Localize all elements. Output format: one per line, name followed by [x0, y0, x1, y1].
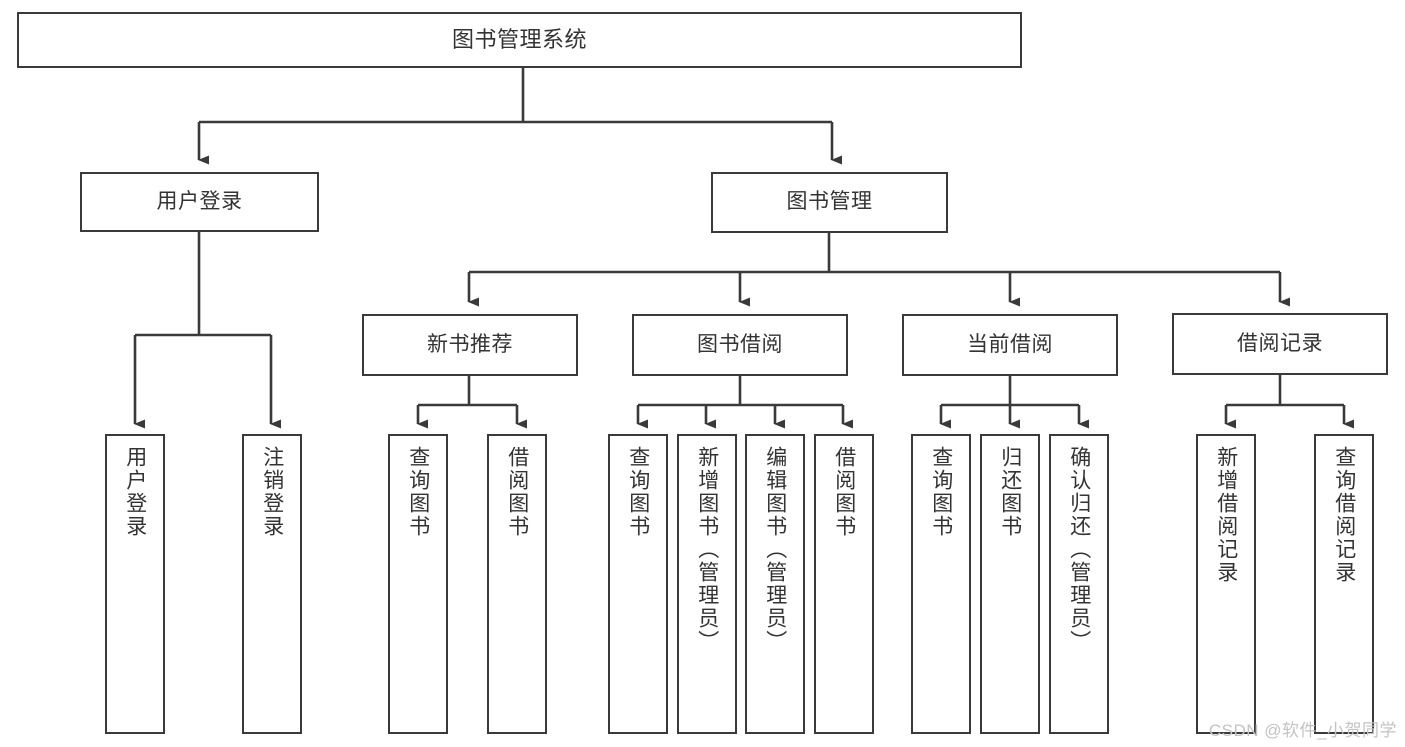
leaf-query-books-new[interactable]: 查询图书: [388, 434, 448, 734]
node-label: 借阅图书: [832, 446, 856, 538]
node-label: 图书借阅: [697, 332, 783, 356]
node-label: 借阅记录: [1237, 331, 1323, 355]
node-label: 新增图书（管理员）: [695, 446, 719, 653]
leaf-user-login[interactable]: 用户登录: [105, 434, 165, 734]
node-label: 新书推荐: [427, 332, 513, 356]
node-label: 归还图书: [998, 446, 1022, 538]
leaf-return-books[interactable]: 归还图书: [980, 434, 1040, 734]
leaf-confirm-return-admin[interactable]: 确认归还（管理员）: [1049, 434, 1109, 734]
leaf-query-borrow-record[interactable]: 查询借阅记录: [1314, 434, 1374, 734]
leaf-borrow-books-new[interactable]: 借阅图书: [487, 434, 547, 734]
node-borrowing-records[interactable]: 借阅记录: [1172, 313, 1388, 375]
node-label: 查询图书: [626, 446, 650, 538]
node-label: 编辑图书（管理员）: [763, 446, 787, 653]
node-label: 确认归还（管理员）: [1067, 446, 1091, 653]
leaf-borrow-books[interactable]: 借阅图书: [814, 434, 874, 734]
watermark-text: CSDN @软件_小贺同学: [1208, 721, 1397, 740]
node-book-borrowing[interactable]: 图书借阅: [632, 314, 848, 376]
leaf-query-books-borrow[interactable]: 查询图书: [608, 434, 668, 734]
node-current-borrowing[interactable]: 当前借阅: [902, 314, 1118, 376]
leaf-query-books-current[interactable]: 查询图书: [911, 434, 971, 734]
node-root-system[interactable]: 图书管理系统: [17, 12, 1022, 68]
node-label: 图书管理系统: [451, 27, 587, 53]
node-label: 当前借阅: [967, 332, 1053, 356]
node-label: 借阅图书: [505, 446, 529, 538]
node-label: 图书管理: [786, 190, 873, 214]
node-label: 查询图书: [406, 446, 430, 538]
node-label: 查询借阅记录: [1332, 446, 1356, 584]
node-label: 用户登录: [156, 189, 243, 213]
leaf-add-book-admin[interactable]: 新增图书（管理员）: [677, 434, 737, 734]
leaf-logout[interactable]: 注销登录: [242, 434, 302, 734]
leaf-add-borrow-record[interactable]: 新增借阅记录: [1196, 434, 1256, 734]
node-user-login[interactable]: 用户登录: [80, 172, 319, 232]
node-label: 用户登录: [123, 446, 147, 538]
node-label: 新增借阅记录: [1214, 446, 1238, 584]
node-new-book-recommendation[interactable]: 新书推荐: [362, 314, 578, 376]
leaf-edit-book-admin[interactable]: 编辑图书（管理员）: [745, 434, 805, 734]
node-book-management[interactable]: 图书管理: [711, 172, 948, 233]
node-label: 查询图书: [929, 446, 953, 538]
node-label: 注销登录: [260, 446, 284, 538]
